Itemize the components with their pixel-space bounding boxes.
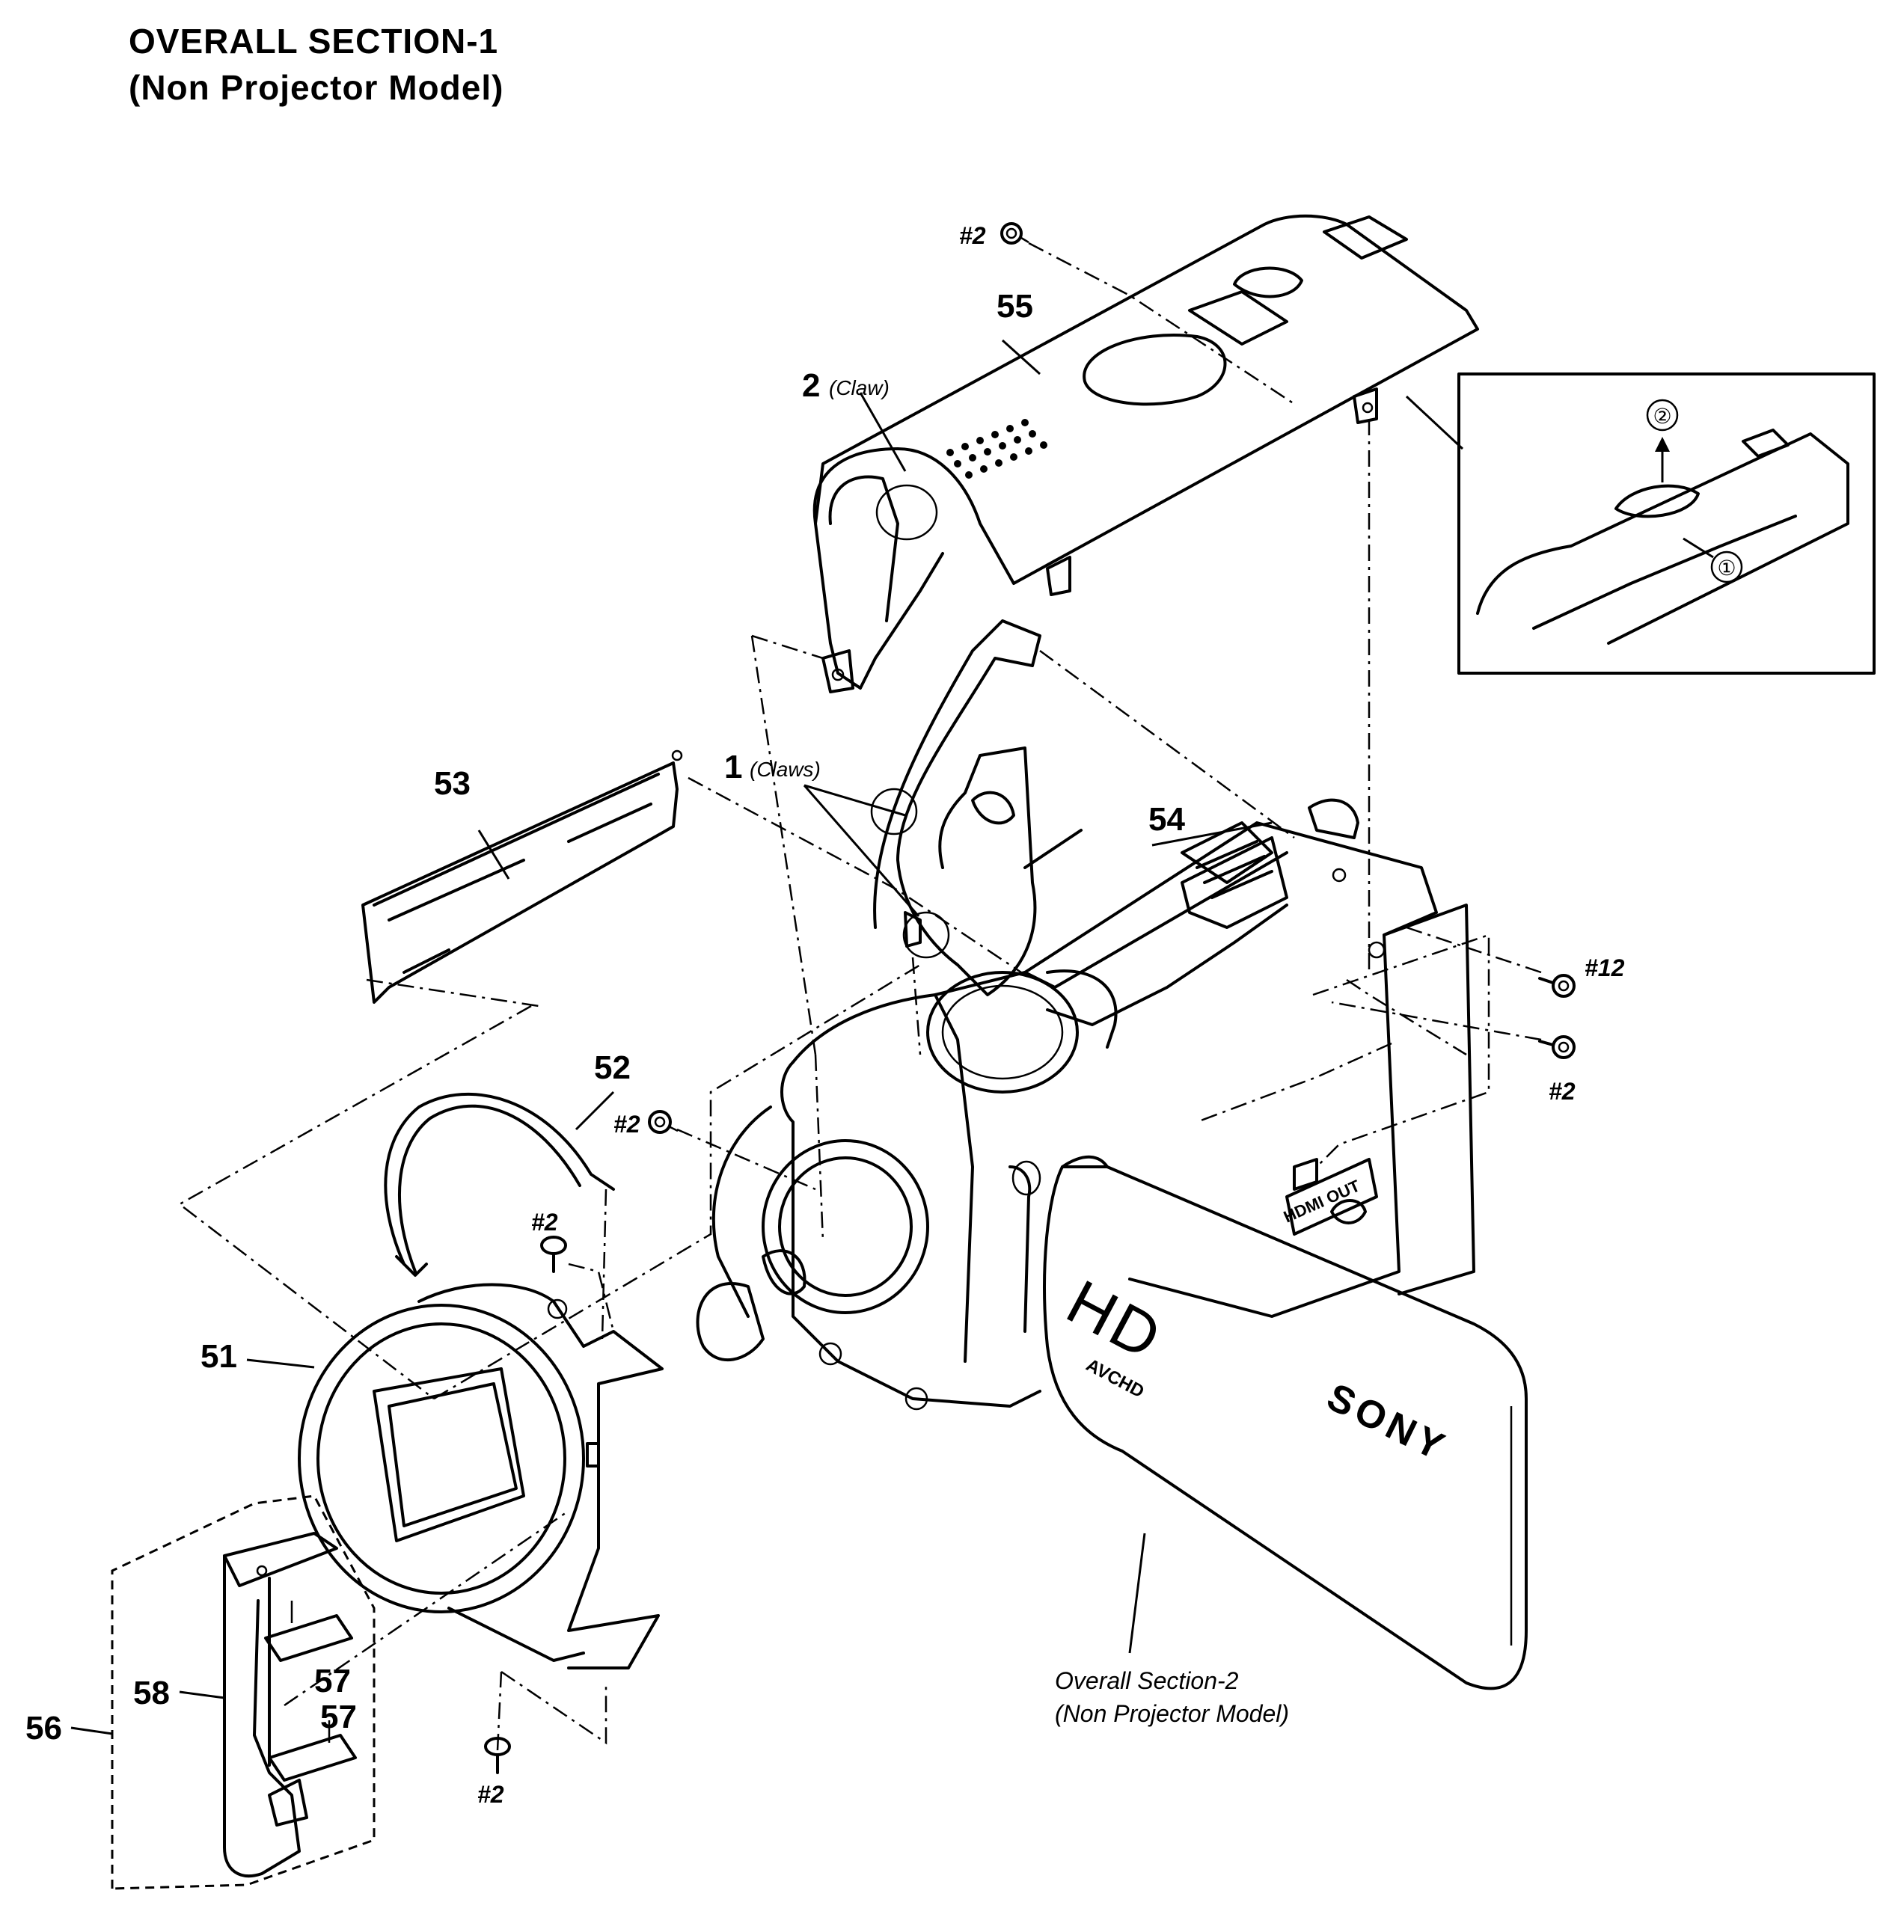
label-57-upper: 57: [314, 1663, 351, 1699]
assembly-lines: [177, 242, 1542, 1751]
lcd-panel: SONY HD AVCHD: [1043, 1155, 1528, 1690]
screw-label-ring: #2: [531, 1209, 558, 1236]
screw-label-bottom: #2: [477, 1781, 504, 1808]
screw-ring: [540, 1236, 567, 1273]
lcd-logo: SONY: [1320, 1376, 1454, 1471]
tape-part-57-lower: [268, 1734, 357, 1782]
inset-step-2: ②: [1653, 405, 1671, 428]
label-52: 52: [594, 1049, 631, 1086]
screw-top: [1000, 222, 1029, 245]
claw-label: (Claw): [829, 376, 890, 399]
leader-lines: [70, 339, 1273, 1735]
reference-line-2: (Non Projector Model): [1055, 1700, 1289, 1727]
claw-number: 2: [802, 367, 820, 404]
page-title: OVERALL SECTION-1: [129, 22, 499, 61]
screw-right-12: [1538, 974, 1576, 998]
label-51: 51: [200, 1338, 237, 1375]
page-subtitle: (Non Projector Model): [129, 68, 504, 107]
callouts: 55 53 54 52 51 57 57 58 56 2 (Claw) 1 (C…: [25, 222, 1625, 1808]
label-57-lower: 57: [320, 1699, 357, 1735]
screw-right-2: [1538, 1035, 1576, 1059]
label-58: 58: [133, 1675, 170, 1711]
claws-label: (Claws): [750, 758, 821, 781]
reference-line-1: Overall Section-2: [1055, 1667, 1239, 1694]
claws-number: 1: [724, 749, 742, 785]
screws: [484, 222, 1576, 1774]
label-53: 53: [434, 765, 471, 802]
label-56: 56: [25, 1710, 62, 1747]
tape-part-57-upper: [264, 1614, 353, 1662]
lens-ring-part-51: [298, 1283, 664, 1669]
hd-mark: HD: [1056, 1266, 1175, 1374]
screw-label-right-12: #12: [1585, 954, 1625, 981]
strip-part-53: [361, 749, 683, 1004]
grip-assembly-part-56: [111, 1494, 376, 1890]
screw-label-left: #2: [613, 1111, 640, 1138]
label-54: 54: [1148, 801, 1185, 838]
top-cover-part-55: [812, 214, 1479, 693]
side-cover-part-54: [870, 619, 1083, 996]
cable-part-52: [384, 1092, 615, 1277]
screw-label-right-2: #2: [1549, 1078, 1576, 1105]
inset-step-1: ①: [1717, 556, 1736, 580]
screw-left: [648, 1110, 679, 1134]
inset-leader: [1405, 395, 1464, 450]
removal-inset: ② ①: [1457, 372, 1876, 675]
label-55: 55: [997, 288, 1033, 325]
screw-label-top: #2: [959, 222, 986, 249]
